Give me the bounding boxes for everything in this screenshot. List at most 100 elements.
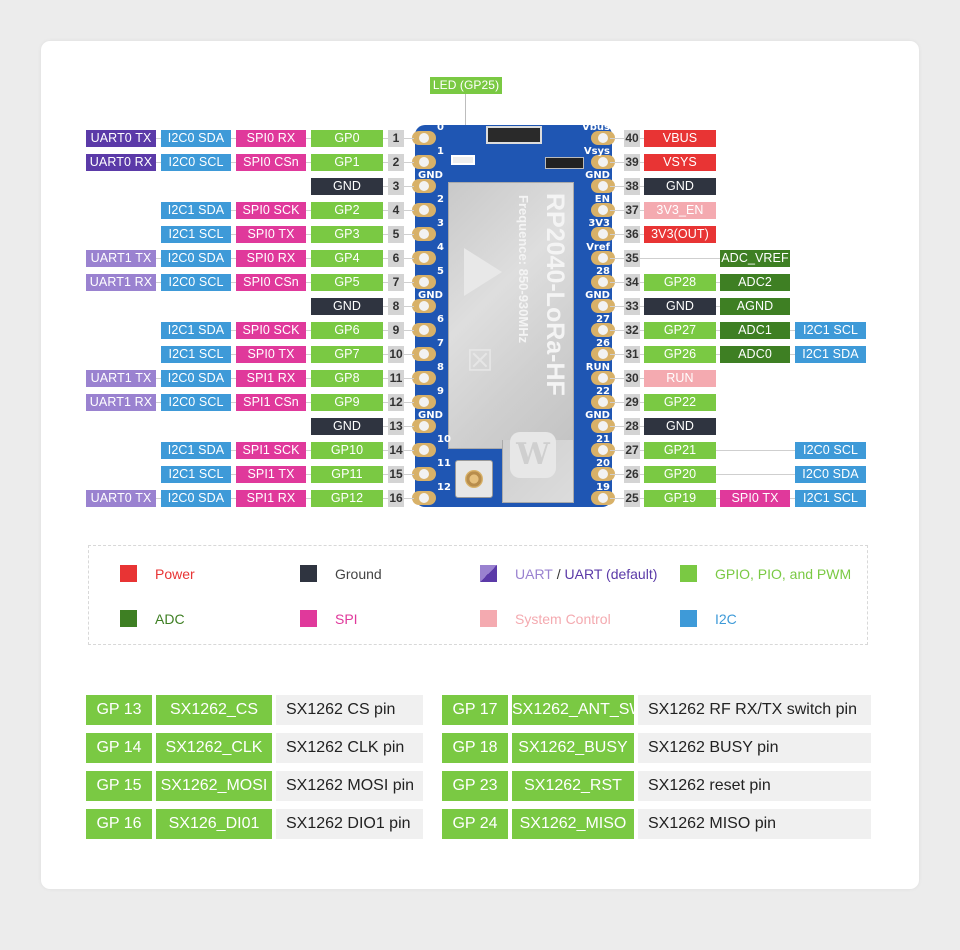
silk-label-right: 26 — [596, 338, 610, 349]
fpc-connector — [486, 126, 542, 144]
pin-number: 10 — [388, 346, 404, 363]
gpio-tag: GP2 — [311, 202, 383, 219]
pin-number: 26 — [624, 466, 640, 483]
system-control-swatch-icon — [480, 610, 497, 627]
description-cell: SX1262 CS pin — [276, 695, 423, 725]
pin-number: 2 — [388, 154, 404, 171]
header-pad-right — [591, 395, 615, 409]
gpio-tag: GP7 — [311, 346, 383, 363]
ufl-antenna-connector — [455, 460, 493, 498]
i2c-tag: I2C0 SCL — [795, 442, 866, 459]
silk-label-left: 8 — [437, 362, 444, 373]
legend-item-adc: ADC — [120, 610, 185, 627]
silk-label-left: GND — [418, 290, 443, 301]
gpio-tag: GP28 — [644, 274, 716, 291]
gpio-tag: GP9 — [311, 394, 383, 411]
silk-label-right: Vref — [586, 242, 610, 253]
pin-number: 27 — [624, 442, 640, 459]
silk-label-left: 1 — [437, 146, 444, 157]
gpio-tag: GP19 — [644, 490, 716, 507]
i2c-tag: I2C1 SDA — [161, 322, 231, 339]
uart-tag: UART0 TX — [86, 490, 156, 507]
pin-number: 34 — [624, 274, 640, 291]
i2c-tag: I2C0 SDA — [161, 370, 231, 387]
header-pad-right — [591, 227, 615, 241]
header-pad-left — [412, 443, 436, 457]
pin-number: 28 — [624, 418, 640, 435]
legend-label: SPI — [335, 610, 358, 627]
gnd-tag: GND — [311, 418, 383, 435]
adc-tag: ADC0 — [720, 346, 790, 363]
silk-label-right: 3V3 — [588, 218, 610, 229]
signal-cell: SX1262_RST — [512, 771, 634, 801]
gpio-tag: GP4 — [311, 250, 383, 267]
spi-tag: SPI1 TX — [236, 466, 306, 483]
legend-item-ground: Ground — [300, 565, 382, 582]
pin-number: 3 — [388, 178, 404, 195]
weee-bin-icon: ☒ — [462, 346, 495, 374]
i2c-tag: I2C1 SCL — [795, 490, 866, 507]
legend-item-spi: SPI — [300, 610, 358, 627]
description-cell: SX1262 CLK pin — [276, 733, 423, 763]
uart-tag: UART1 RX — [86, 394, 156, 411]
signal-cell: SX1262_ANT_SW — [512, 695, 634, 725]
header-pad-left — [412, 131, 436, 145]
i2c-tag: I2C0 SDA — [161, 130, 231, 147]
header-pad-right — [591, 419, 615, 433]
silk-label-left: 10 — [437, 434, 451, 445]
gpio-tag: GP1 — [311, 154, 383, 171]
gpio-swatch-icon — [680, 565, 697, 582]
system_control-tag: RUN — [644, 370, 716, 387]
gpio-cell: GP 14 — [86, 733, 152, 763]
header-pad-right — [591, 251, 615, 265]
rf-shield-can: RP2040-LoRa-HF Frequence: 850-930MHz ☒ — [448, 182, 574, 449]
i2c-tag: I2C0 SDA — [161, 250, 231, 267]
i2c-tag: I2C1 SCL — [161, 466, 231, 483]
legend-label: UART — [515, 565, 553, 582]
header-pad-left — [412, 251, 436, 265]
pin-number: 4 — [388, 202, 404, 219]
silk-label-left: GND — [418, 170, 443, 181]
description-cell: SX1262 MOSI pin — [276, 771, 423, 801]
pin-number: 38 — [624, 178, 640, 195]
spi-tag: SPI1 SCK — [236, 442, 306, 459]
pin-number: 5 — [388, 226, 404, 243]
legend-item-uart: UART / UART (default) — [480, 565, 657, 582]
header-pad-right — [591, 443, 615, 457]
description-cell: SX1262 MISO pin — [638, 809, 871, 839]
header-pad-right — [591, 131, 615, 145]
spi-tag: SPI1 CSn — [236, 394, 306, 411]
i2c-tag: I2C0 SCL — [161, 394, 231, 411]
gpio-tag: GP8 — [311, 370, 383, 387]
power-tag: VSYS — [644, 154, 716, 171]
spi-tag: SPI0 RX — [236, 130, 306, 147]
silk-label-left: 4 — [437, 242, 444, 253]
pin-number: 11 — [388, 370, 404, 387]
header-pad-right — [591, 371, 615, 385]
signal-cell: SX1262_MISO — [512, 809, 634, 839]
gpio-tag: GP22 — [644, 394, 716, 411]
legend-label: Ground — [335, 565, 382, 582]
i2c-tag: I2C1 SDA — [161, 442, 231, 459]
silk-label-right: RUN — [585, 362, 610, 373]
spi-tag: SPI0 CSn — [236, 274, 306, 291]
gpio-cell: GP 16 — [86, 809, 152, 839]
power-tag: 3V3(OUT) — [644, 226, 716, 243]
gpio-tag: GP6 — [311, 322, 383, 339]
silk-label-left: 2 — [437, 194, 444, 205]
i2c-tag: I2C0 SCL — [161, 154, 231, 171]
header-pad-left — [412, 395, 436, 409]
i2c-tag: I2C1 SDA — [161, 202, 231, 219]
spi-tag: SPI0 TX — [236, 226, 306, 243]
pin-number: 14 — [388, 442, 404, 459]
ground-tag: GND — [644, 178, 716, 195]
header-pad-right — [591, 179, 615, 193]
pin-number: 9 — [388, 322, 404, 339]
gpio-tag: GP5 — [311, 274, 383, 291]
adc-tag: ADC1 — [720, 322, 790, 339]
signal-cell: SX1262_MOSI — [156, 771, 272, 801]
